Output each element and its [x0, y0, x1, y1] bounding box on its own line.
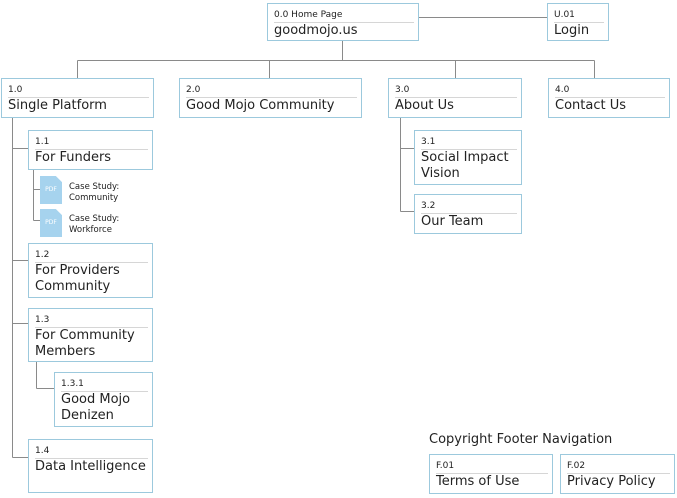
- node-good-mojo-community[interactable]: 2.0 Good Mojo Community: [179, 78, 362, 118]
- node-for-community-members[interactable]: 1.3 For Community Members: [28, 308, 153, 362]
- node-title: Social Impact Vision: [421, 150, 509, 181]
- node-number: F.01: [436, 460, 548, 474]
- node-number: 1.3: [35, 314, 148, 328]
- node-social-impact-vision[interactable]: 3.1 Social Impact Vision: [414, 130, 522, 185]
- node-privacy-policy[interactable]: F.02 Privacy Policy: [560, 454, 675, 494]
- node-number: 1.0: [8, 84, 149, 98]
- node-title: Single Platform: [8, 98, 107, 113]
- node-title: Our Team: [421, 214, 484, 229]
- pdf-icon-text: PDF: [45, 186, 57, 193]
- node-title: Login: [554, 23, 590, 38]
- node-number: 1.1: [35, 136, 148, 150]
- node-good-mojo-denizen[interactable]: 1.3.1 Good Mojo Denizen: [54, 372, 153, 427]
- pdf-icon-text: PDF: [45, 219, 57, 226]
- node-our-team[interactable]: 3.2 Our Team: [414, 194, 522, 234]
- node-number: 3.0: [395, 84, 517, 98]
- node-number: U.01: [554, 9, 604, 23]
- node-title: Contact Us: [555, 98, 626, 113]
- node-number: F.02: [567, 460, 670, 474]
- case-study-workforce-label[interactable]: Case Study: Workforce: [69, 214, 120, 235]
- node-number: 2.0: [186, 84, 357, 98]
- case-study-community-label[interactable]: Case Study: Community: [69, 182, 120, 203]
- node-title: For Community Members: [35, 328, 135, 359]
- node-title: Data Intelligence: [35, 459, 146, 474]
- node-data-intelligence[interactable]: 1.4 Data Intelligence: [28, 439, 153, 493]
- node-title: For Funders: [35, 150, 112, 165]
- node-title: Good Mojo Denizen: [61, 392, 131, 423]
- pdf-icon[interactable]: PDF: [40, 176, 62, 204]
- node-single-platform[interactable]: 1.0 Single Platform: [1, 78, 154, 118]
- node-title: About Us: [395, 98, 454, 113]
- node-number: 1.3.1: [61, 378, 148, 392]
- footer-navigation-title: Copyright Footer Navigation: [429, 432, 613, 447]
- node-contact-us[interactable]: 4.0 Contact Us: [548, 78, 670, 118]
- node-title: Privacy Policy: [567, 474, 656, 489]
- node-number: 3.1: [421, 136, 517, 150]
- node-number: 0.0 Home Page: [274, 9, 414, 23]
- node-title: Good Mojo Community: [186, 98, 335, 113]
- node-for-funders[interactable]: 1.1 For Funders: [28, 130, 153, 170]
- node-login[interactable]: U.01 Login: [547, 3, 609, 41]
- node-number: 1.2: [35, 249, 148, 263]
- node-number: 4.0: [555, 84, 665, 98]
- node-about-us[interactable]: 3.0 About Us: [388, 78, 522, 118]
- node-home-page[interactable]: 0.0 Home Page goodmojo.us: [267, 3, 419, 41]
- node-title: For Providers Community: [35, 263, 120, 294]
- node-title: Terms of Use: [436, 474, 520, 489]
- node-title: goodmojo.us: [274, 23, 358, 38]
- node-terms-of-use[interactable]: F.01 Terms of Use: [429, 454, 553, 494]
- node-for-providers[interactable]: 1.2 For Providers Community: [28, 243, 153, 298]
- pdf-icon[interactable]: PDF: [40, 209, 62, 237]
- node-number: 1.4: [35, 445, 148, 459]
- node-number: 3.2: [421, 200, 517, 214]
